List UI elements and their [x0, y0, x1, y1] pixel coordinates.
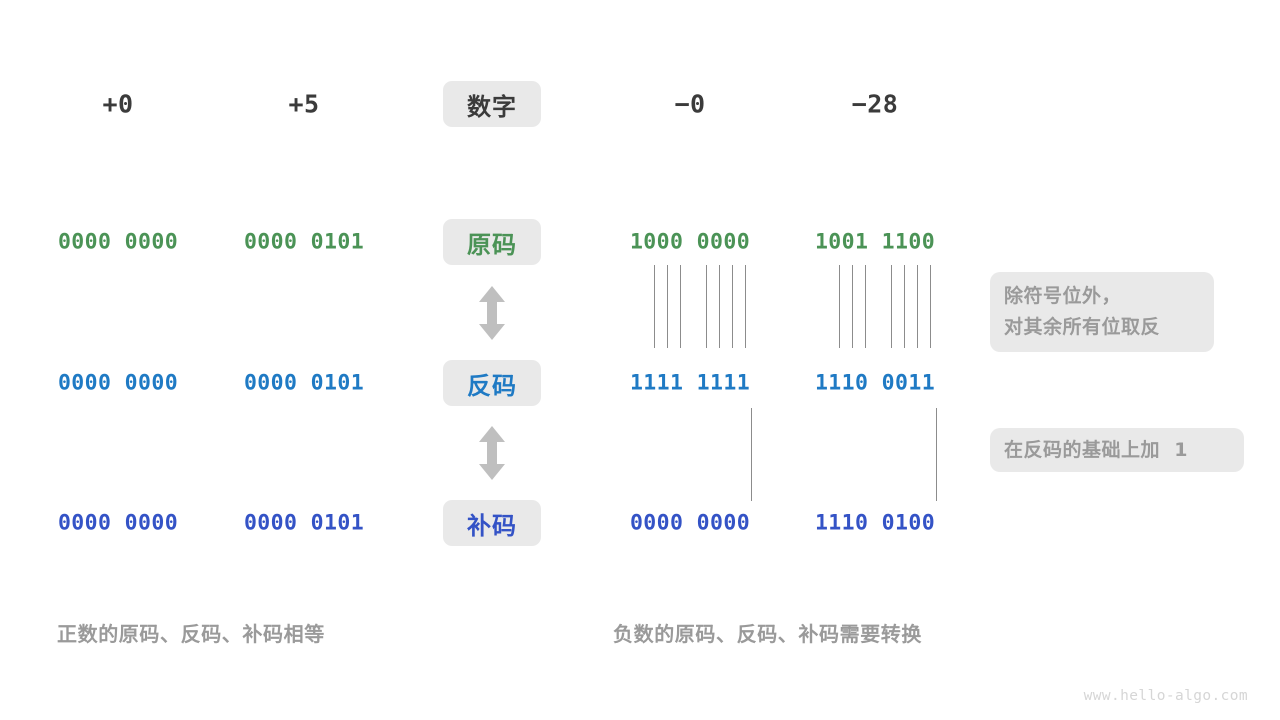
cell-signmag-minus0: 1000 0000 [629, 229, 751, 255]
caption-negative: 负数的原码、反码、补码需要转换 [613, 622, 922, 646]
connector-line [654, 265, 656, 348]
connector-line [839, 265, 841, 348]
header-value-minus0: −0 [674, 89, 706, 119]
connector-line [865, 265, 867, 348]
double-arrow-icon-2 [475, 425, 509, 481]
caption-positive: 正数的原码、反码、补码相等 [57, 622, 325, 646]
cell-onescomp-minus28: 1110 0011 [814, 370, 936, 396]
row-label-badge-sign-magnitude: 原码 [443, 219, 541, 265]
annotation-add-one: 在反码的基础上加 1 [990, 428, 1244, 472]
connector-line [930, 265, 932, 348]
header-value-plus0: +0 [102, 89, 134, 119]
cell-twoscomp-minus0: 0000 0000 [629, 510, 751, 536]
cell-signmag-plus0: 0000 0000 [57, 229, 179, 255]
connector-line [719, 265, 721, 348]
connector-line [706, 265, 708, 348]
connector-line [745, 265, 747, 348]
watermark-url: www.hello-algo.com [1083, 688, 1248, 704]
connector-line [667, 265, 669, 348]
connector-line [852, 265, 854, 348]
double-arrow-icon-1 [475, 285, 509, 341]
annotation-invert-bits-line2: 对其余所有位取反 [1004, 316, 1161, 338]
connector-line [917, 265, 919, 348]
cell-twoscomp-plus0: 0000 0000 [57, 510, 179, 536]
connector-line [891, 265, 893, 348]
cell-onescomp-plus5: 0000 0101 [243, 370, 365, 396]
cell-signmag-plus5: 0000 0101 [243, 229, 365, 255]
cell-twoscomp-plus5: 0000 0101 [243, 510, 365, 536]
cell-onescomp-plus0: 0000 0000 [57, 370, 179, 396]
header-value-plus5: +5 [288, 89, 320, 119]
connector-line [904, 265, 906, 348]
annotation-invert-bits: 除符号位外， 对其余所有位取反 [990, 272, 1214, 352]
connector-line-lsb [751, 408, 753, 501]
connector-line-lsb [936, 408, 938, 501]
annotation-invert-bits-line1: 除符号位外， [1004, 285, 1122, 307]
row-label-badge-twos-complement: 补码 [443, 500, 541, 546]
connector-line [732, 265, 734, 348]
connector-line [680, 265, 682, 348]
cell-onescomp-minus0: 1111 1111 [629, 370, 751, 396]
cell-twoscomp-minus28: 1110 0100 [814, 510, 936, 536]
row-label-badge-ones-complement: 反码 [443, 360, 541, 406]
cell-signmag-minus28: 1001 1100 [814, 229, 936, 255]
header-value-minus28: −28 [851, 89, 899, 119]
annotation-add-one-line1: 在反码的基础上加 1 [1004, 438, 1188, 461]
row-label-badge-number: 数字 [443, 81, 541, 127]
